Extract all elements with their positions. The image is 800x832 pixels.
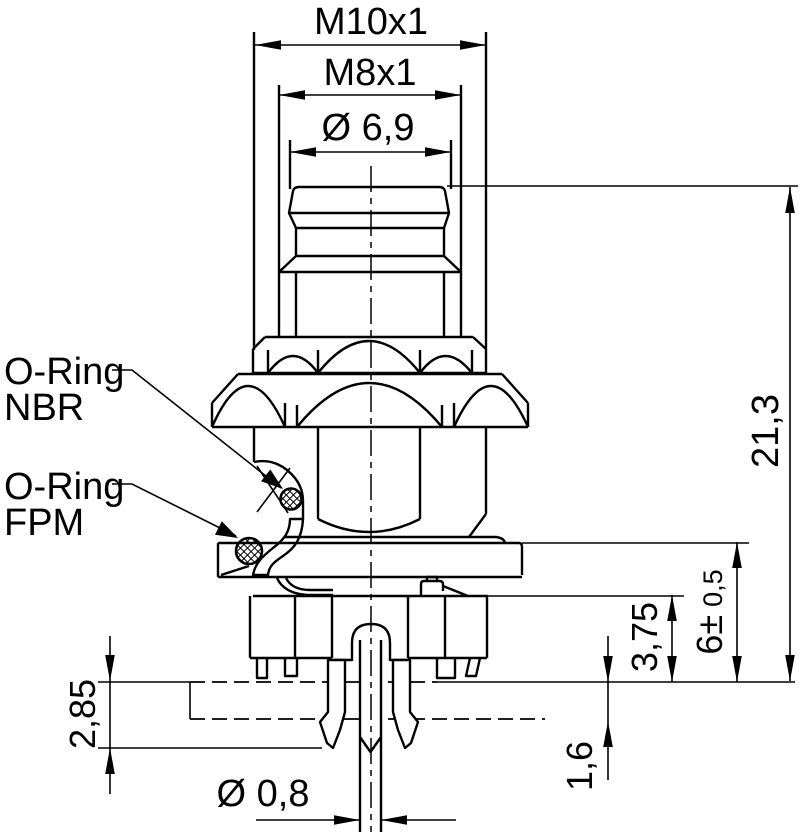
dimensions: M10x1 M8x1 Ø 6,9 21,3 6±0,5 — [62, 1, 798, 825]
oring-fpm-section — [234, 536, 264, 566]
body-below-hex — [252, 427, 488, 538]
dim-flange-height-nominal: 6± — [689, 615, 730, 655]
snap-leg-left — [318, 658, 347, 750]
upper-shell-lines — [252, 32, 488, 350]
callout-oring-nbr-arrowhead — [261, 469, 283, 489]
dim-pin-diameter-label: Ø 0,8 — [217, 773, 310, 815]
dim-total-height-label: 21,3 — [745, 394, 787, 468]
hex-collar-small — [251, 335, 488, 375]
dim-m10-label: M10x1 — [314, 1, 428, 43]
dim-dia-plug: Ø 6,9 — [290, 107, 451, 157]
dim-pin-protrusion-label: 2,85 — [62, 679, 103, 749]
dim-dia-plug-label: Ø 6,9 — [322, 107, 415, 149]
dim-body-height-label: 3,75 — [624, 602, 665, 672]
dim-total-height-arrow-bottom — [785, 655, 795, 681]
dim-m10-arrow-left — [255, 40, 281, 50]
dim-m8-label: M8x1 — [324, 52, 417, 94]
callouts: O-Ring NBR O-Ring FPM — [4, 351, 283, 544]
dim-pin-protrusion-arrow-top — [105, 655, 115, 681]
dim-panel-thickness-label: 1,6 — [559, 741, 600, 791]
mounting-flange — [216, 535, 524, 579]
dim-flange-height-arrow-bottom — [732, 656, 742, 682]
callout-oring-fpm-leader — [112, 483, 237, 537]
contact-tab-left — [275, 577, 333, 597]
callout-oring-fpm: O-Ring FPM — [4, 466, 238, 544]
oring-nbr-section — [279, 487, 303, 511]
dim-m10: M10x1 — [255, 1, 486, 50]
dim-pin-protrusion-arrow-bottom — [105, 748, 115, 774]
dim-pin-diameter-arrow-left — [334, 815, 360, 825]
dim-m8-arrow-right — [435, 90, 461, 100]
dim-flange-height-tolerance: 0,5 — [698, 569, 728, 607]
dim-dia-plug-arrow-left — [290, 147, 316, 157]
callout-oring-nbr-line2: NBR — [4, 387, 84, 429]
callout-oring-nbr: O-Ring NBR — [4, 351, 283, 489]
snap-leg-right — [391, 658, 420, 750]
contact-tab-right — [419, 575, 469, 598]
dim-body-height-arrow-bottom — [667, 656, 677, 682]
callout-oring-fpm-line2: FPM — [4, 502, 84, 544]
dim-flange-height: 6±0,5 — [522, 542, 749, 682]
dim-m8-arrow-left — [279, 90, 305, 100]
dim-total-height-arrow-top — [785, 187, 795, 213]
connector-plug — [278, 185, 462, 337]
seals — [234, 487, 303, 566]
callout-oring-fpm-arrowhead — [215, 521, 238, 538]
dim-pin-protrusion: 2,85 — [62, 636, 115, 794]
dim-flange-height-label: 6±0,5 — [689, 569, 730, 654]
dim-panel-thickness: 1,6 — [559, 636, 613, 791]
dim-panel-thickness-arrow-bottom — [603, 721, 613, 747]
dim-total-height-lines — [447, 185, 798, 681]
dim-pin-diameter: Ø 0,8 — [217, 773, 456, 825]
nbr-seal-pocket — [253, 459, 305, 519]
dim-body-height: 3,75 — [488, 595, 684, 682]
callout-oring-nbr-line1: O-Ring — [4, 351, 124, 393]
callout-oring-nbr-leader — [112, 369, 282, 489]
seal-lip — [251, 517, 305, 577]
dim-dia-plug-arrow-right — [425, 147, 451, 157]
solder-pin-fill — [360, 640, 381, 832]
dim-panel-thickness-arrow-top — [603, 656, 613, 682]
dim-m8: M8x1 — [279, 52, 461, 100]
snap-legs — [318, 658, 420, 750]
dim-pin-diameter-arrow-right — [381, 815, 407, 825]
hex-nut-large — [210, 372, 530, 429]
dim-total-height: 21,3 — [447, 185, 798, 681]
panel-hidden-lines — [98, 681, 795, 749]
dim-m10-arrow-right — [460, 40, 486, 50]
dim-flange-height-arrow-top — [732, 542, 742, 568]
callout-oring-fpm-line1: O-Ring — [4, 466, 124, 508]
dim-body-height-arrow-top — [667, 595, 677, 621]
